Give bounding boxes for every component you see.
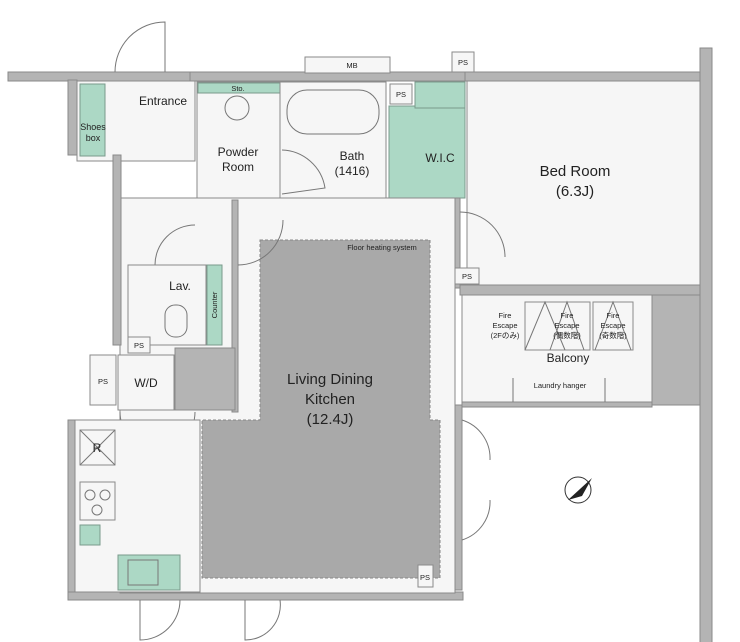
fire-escape-3-label: Fire (607, 311, 620, 320)
ps-ldk-label: PS (420, 573, 430, 582)
entrance-door[interactable] (114, 21, 166, 73)
ldk-label-2: Kitchen (305, 391, 355, 408)
counter-label: Counter (210, 291, 219, 318)
meter-box-label: MB (346, 61, 357, 70)
laundry-hanger-label: Laundry hanger (534, 381, 587, 390)
wic-label: W.I.C (425, 151, 455, 165)
left-wall-lower (67, 419, 76, 599)
hall-wall-left (112, 154, 122, 346)
ldk-right-wall (454, 404, 463, 591)
compass-icon (564, 476, 592, 504)
bathtub (286, 89, 380, 135)
kitchen-door[interactable] (139, 599, 181, 641)
fire-escape-ladder-2 (594, 300, 632, 351)
balcony-pillar (651, 294, 701, 406)
ldk-floor-heating (201, 239, 441, 579)
ldk-size-label: (12.4J) (307, 411, 354, 428)
wd-block (174, 347, 236, 411)
top-wall-bedroom (464, 71, 701, 82)
walk-in-closet-top (414, 81, 466, 109)
ps-bedroom-label: PS (462, 272, 472, 281)
fire-escape-1-label-2: Escape (492, 321, 517, 330)
fire-escape-2-label-2: Escape (554, 321, 579, 330)
bedroom-label: Bed Room (540, 163, 611, 180)
washer-dryer (117, 354, 175, 411)
balcony-label: Balcony (547, 351, 590, 365)
ps-lav (127, 336, 151, 354)
ps-bath-label: PS (396, 90, 406, 99)
powder-room-label-2: Room (222, 160, 254, 174)
ps-wd (89, 354, 117, 406)
entrance-label: Entrance (139, 94, 187, 108)
washbasin (224, 95, 250, 121)
ldk-window-door[interactable] (461, 419, 491, 541)
shoes-box-label: Shoes (80, 122, 106, 132)
fire-escape-1-label-3: (2Fのみ) (491, 331, 520, 340)
laundry-hanger-line (512, 378, 606, 402)
ps-bath (389, 83, 413, 105)
hall-wall-2 (231, 199, 239, 413)
counter (206, 264, 223, 346)
bath-door[interactable] (281, 149, 326, 195)
ldk-door[interactable] (237, 219, 284, 266)
fire-escape-1-label: Fire (499, 311, 512, 320)
bedroom-door[interactable] (459, 211, 506, 258)
powder-room (196, 81, 281, 199)
fire-escape-hatch-2 (592, 301, 634, 351)
fire-escape-hatch-1 (524, 301, 591, 351)
shoes-box (79, 83, 106, 157)
bedroom-window (459, 284, 701, 296)
meter-box (304, 56, 391, 74)
fire-escape-ladder (524, 300, 585, 351)
ps-top-label: PS (458, 58, 468, 67)
washer-dryer-label: W/D (134, 376, 158, 390)
ps-wd-label: PS (98, 377, 108, 386)
sink-basin (127, 559, 159, 586)
left-wall (67, 79, 78, 156)
burner (91, 504, 103, 516)
bath-label: Bath (340, 149, 365, 163)
kitchen-cabinet (79, 524, 101, 546)
burner (84, 489, 96, 501)
ps-lav-label: PS (134, 341, 144, 350)
ps-top (451, 51, 475, 73)
ldk-bottom-door[interactable] (244, 599, 281, 641)
right-wall (699, 47, 713, 642)
lavatory-label: Lav. (169, 279, 191, 293)
fire-escape-2-label: Fire (561, 311, 574, 320)
ps-ldk (417, 564, 434, 588)
fire-escape-3-label-3: (奇数階) (599, 330, 627, 340)
fire-escape-2-label-3: (偶数階) (553, 330, 581, 340)
bedroom-size-label: (6.3J) (556, 183, 594, 200)
burner (99, 489, 111, 501)
refrigerator-cross (79, 429, 116, 466)
lavatory (127, 264, 207, 346)
fire-escape-3-label-2: Escape (600, 321, 625, 330)
refrigerator-label: R (93, 441, 102, 455)
hall-door[interactable] (154, 224, 196, 266)
toilet (164, 304, 188, 338)
top-wall-left (7, 71, 194, 82)
stove (79, 481, 116, 521)
storage-label: Sto. (231, 84, 244, 93)
floor-heating-label: Floor heating system (347, 243, 417, 252)
powder-room-label: Powder (218, 145, 259, 159)
bath (279, 81, 387, 199)
ldk-label: Living Dining (287, 371, 373, 388)
balcony-rail (461, 401, 653, 408)
shoes-box-label-2: box (86, 133, 101, 143)
bath-size-label: (1416) (335, 164, 370, 178)
